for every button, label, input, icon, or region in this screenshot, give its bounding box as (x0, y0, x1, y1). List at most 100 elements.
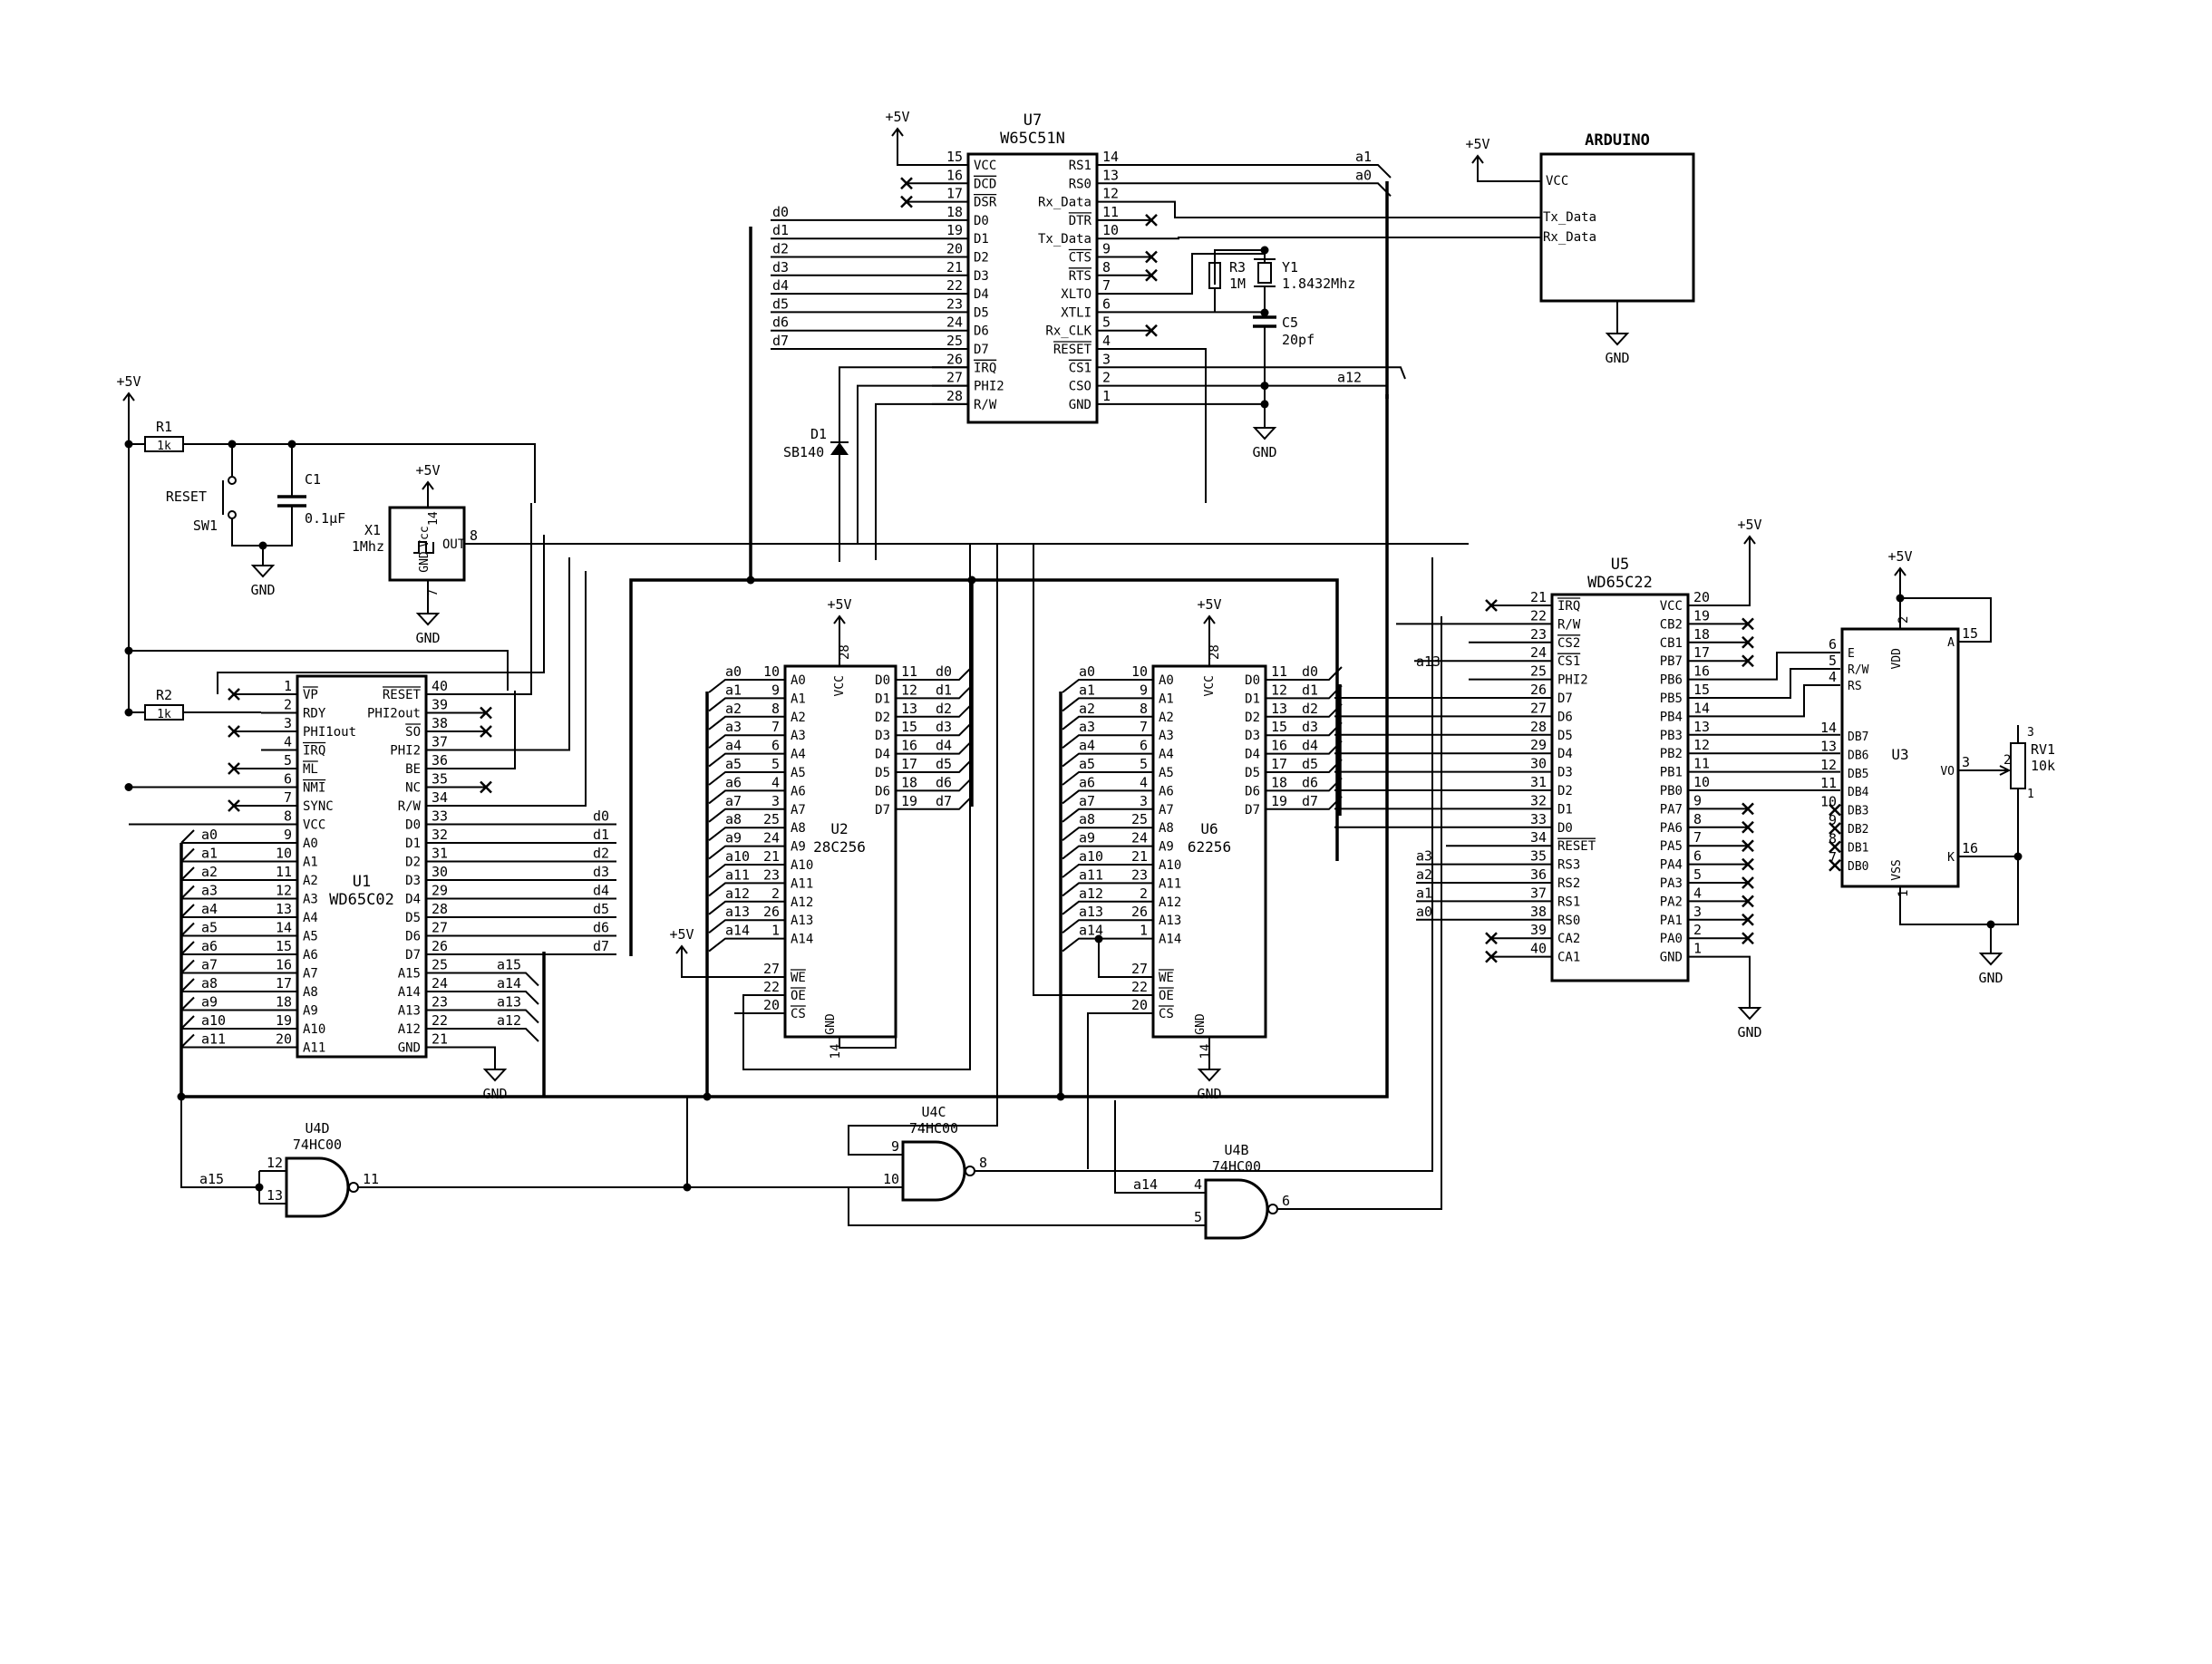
pin-number: 15 (1962, 625, 1978, 642)
pin-number: 16 (901, 738, 917, 754)
pin-name: Vcc (418, 526, 432, 547)
pin-name: PB1 (1660, 766, 1683, 780)
chip-u2: U228C25610A09A18A27A36A45A54A63A725A824A… (669, 544, 973, 1070)
pin-name: A11 (303, 1041, 325, 1056)
pin-name: PHI1out (303, 725, 356, 740)
pin-number: 22 (763, 979, 780, 995)
pin-number: 5 (1829, 653, 1837, 669)
ground-symbol (415, 613, 441, 626)
pin-name: A14 (1159, 933, 1181, 947)
pin-number: 2 (1693, 922, 1702, 938)
net-label: a8 (725, 811, 742, 827)
pin-number: 8 (470, 527, 478, 544)
chip-body (1840, 627, 1960, 888)
net-label: a13 (725, 904, 750, 920)
pin-name: D6 (1245, 784, 1260, 798)
pin-number: 19 (901, 793, 917, 809)
net-label: a6 (725, 774, 742, 790)
pin-number: 2 (771, 885, 780, 902)
pin-name: D7 (405, 948, 421, 963)
pin-name: DB3 (1848, 805, 1868, 818)
pin-name: D4 (405, 893, 421, 907)
pin-name: CS1 (1069, 361, 1091, 375)
pin-number: 35 (432, 771, 448, 788)
pin-name: D0 (405, 818, 421, 833)
net-label: d2 (772, 241, 789, 257)
pin-name: A5 (303, 930, 318, 944)
pin-number: 28 (838, 644, 852, 660)
pin-number: 2 (1897, 616, 1911, 624)
pin-number: 21 (946, 259, 963, 276)
net-label: d6 (593, 920, 609, 936)
junction-dot (1260, 246, 1269, 255)
pin-number: 27 (1131, 961, 1148, 977)
pin-number: 3 (1140, 793, 1148, 809)
pin-number: 7 (771, 719, 780, 735)
net-label: a4 (725, 738, 742, 754)
net-label: a3 (1079, 719, 1095, 735)
pin-number: 5 (1102, 314, 1111, 331)
pin-name: D4 (974, 287, 989, 302)
pin-number: 18 (1693, 626, 1710, 643)
pin-name: CA1 (1557, 951, 1580, 965)
pin-number: 10 (1693, 774, 1710, 790)
net-label: a12 (1079, 885, 1103, 902)
net-label: d7 (772, 333, 789, 349)
pin-number: 13 (1693, 719, 1710, 735)
ref-designator: U4B (1224, 1142, 1248, 1158)
pin-number: 13 (267, 1187, 283, 1204)
net-label: a0 (1416, 904, 1432, 920)
pin-number: 16 (1693, 663, 1710, 680)
pin-number: 26 (946, 351, 963, 367)
pin-number: 27 (946, 370, 963, 386)
pin-name: VCC (833, 675, 847, 696)
ref-designator: SW1 (193, 518, 218, 534)
pin-name: D6 (1557, 710, 1573, 724)
pin-number: 23 (1131, 866, 1148, 883)
net-label: d7 (1302, 793, 1318, 809)
supply-label: +5V (1737, 517, 1761, 533)
pin-number: 19 (946, 222, 963, 238)
pin-name: DB0 (1848, 860, 1868, 874)
pin-name: DB5 (1848, 768, 1868, 781)
pin-name: VCC (1660, 599, 1683, 614)
pin-number: 9 (771, 682, 780, 698)
pin-name: Tx_Data (1543, 210, 1596, 225)
pin-number: 26 (1530, 682, 1547, 698)
chip-u1: U1WD65C021VP2RDY3PHI1out4IRQ5ML6NMI7SYNC… (124, 503, 616, 1102)
pin-number: 13 (901, 701, 917, 717)
pin-name: PHI2out (367, 707, 421, 721)
pin-name: A3 (303, 893, 318, 907)
pin-name: BE (405, 762, 421, 777)
pin-number: 1 (1102, 388, 1111, 404)
pin-number: 35 (1530, 848, 1547, 865)
pin-name: A5 (791, 766, 806, 780)
net-label: a7 (1079, 793, 1095, 809)
pin-number: 25 (432, 957, 448, 973)
pin-name: CSO (1069, 380, 1091, 394)
pin-name: CA2 (1557, 932, 1580, 946)
pin-number: 20 (763, 997, 780, 1013)
net-label: a3 (1416, 848, 1432, 865)
pin-name: RESET (1557, 839, 1596, 854)
pin-number: 9 (1829, 812, 1837, 828)
pin-name: A0 (791, 673, 806, 688)
ground-label: GND (482, 1086, 507, 1102)
net-label: a4 (1079, 738, 1095, 754)
pin-number: 38 (1530, 904, 1547, 920)
pin-number: 31 (432, 846, 448, 862)
net-label: a14 (1079, 923, 1103, 939)
pin-number: 31 (1530, 774, 1547, 790)
pin-name: D3 (875, 729, 890, 743)
pin-number: 19 (1693, 607, 1710, 624)
inverter-bubble (1267, 1204, 1278, 1214)
pin-number: 30 (432, 864, 448, 880)
component-value: 1k (157, 440, 171, 453)
pin-number: 6 (1140, 738, 1148, 754)
pin-name: A10 (791, 858, 813, 873)
pin-number: 14 (276, 920, 292, 936)
pin-name: D5 (1557, 729, 1573, 743)
pin-name: R/W (398, 799, 422, 814)
